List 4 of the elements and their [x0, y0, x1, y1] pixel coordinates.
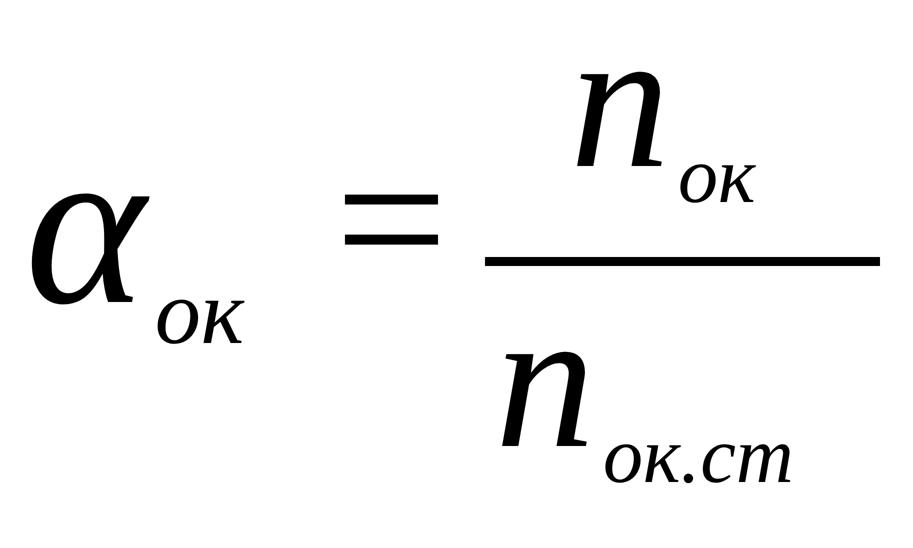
- numerator: n$_{ок}$: [570, 0, 756, 216]
- equals-sign: =: [335, 120, 448, 320]
- denominator: n$_{ок.ст}$: [495, 280, 794, 496]
- variable-symbol: α$_{ок}$: [25, 110, 244, 358]
